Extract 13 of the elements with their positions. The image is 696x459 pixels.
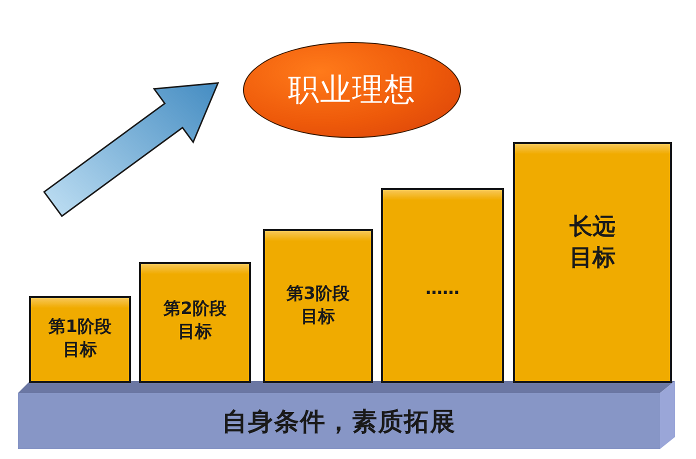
step-label: …… xyxy=(424,278,460,301)
step-label: 长远目标 xyxy=(570,213,616,274)
foundation-slab xyxy=(18,393,660,449)
step-bar xyxy=(263,229,373,383)
step-label: 第3阶段目标 xyxy=(286,283,350,329)
step-bar xyxy=(381,188,504,383)
step-label: 第1阶段目标 xyxy=(48,316,112,362)
step-bar xyxy=(513,142,672,383)
goal-label: 职业理想 xyxy=(288,71,416,110)
foundation-label: 自身条件，素质拓展 xyxy=(222,406,456,438)
step-bar xyxy=(139,262,251,383)
step-label: 第2阶段目标 xyxy=(162,298,228,344)
step-bar xyxy=(29,296,131,383)
